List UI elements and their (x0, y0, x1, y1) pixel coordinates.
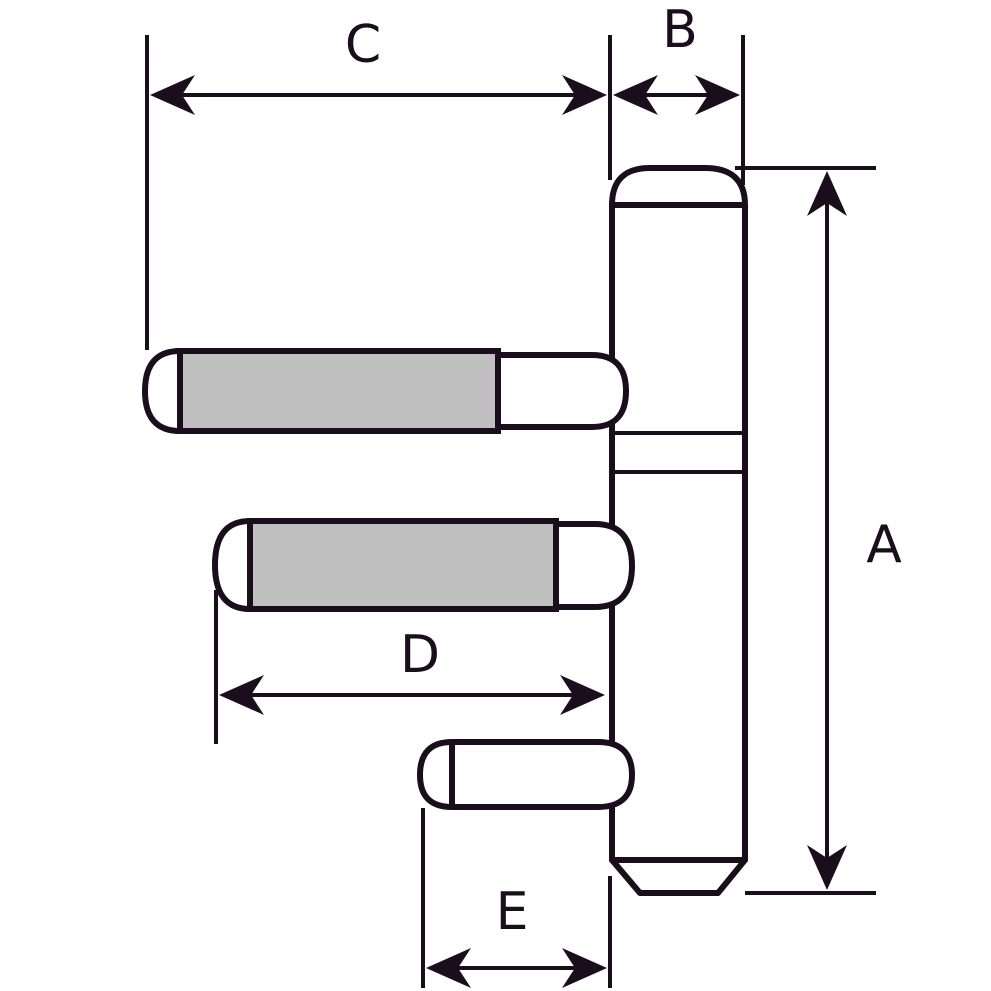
pin-middle-thread (247, 518, 559, 612)
hinge-barrel (609, 165, 748, 896)
pin-middle (212, 518, 635, 612)
dimension-label-a: A (866, 515, 902, 575)
pin-top (142, 348, 629, 434)
dimension-e: E (421, 808, 612, 988)
dimension-label-d: D (400, 625, 440, 685)
dimension-c: C (145, 15, 612, 350)
pin-top-thread (177, 348, 501, 434)
dimension-a: A (735, 166, 902, 895)
dimension-label-e: E (496, 882, 529, 942)
dimension-b: B (613, 0, 745, 185)
dimension-d: D (214, 590, 605, 744)
dimension-label-c: C (345, 15, 381, 75)
dimension-label-b: B (662, 0, 698, 60)
pin-bottom (417, 739, 635, 810)
